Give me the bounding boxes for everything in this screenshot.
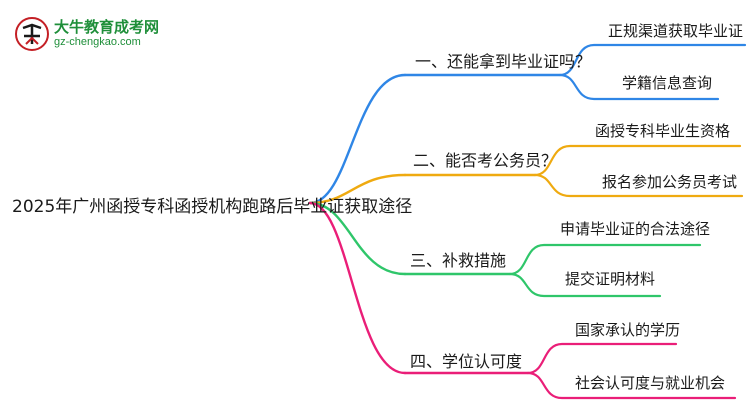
branch-4-label: 四、学位认可度 <box>410 352 523 371</box>
branch-3-curve <box>308 201 407 276</box>
branch-1-leaf-2-connector <box>558 73 720 101</box>
branch-2-leaf-2: 报名参加公务员考试 <box>602 173 738 191</box>
logo-mark-icon <box>15 17 49 51</box>
branch-3-leaf-2-connector <box>508 272 662 298</box>
branch-2-label: 二、能否考公务员？ <box>413 151 558 170</box>
branch-1-label: 一、还能拿到毕业证吗？ <box>415 52 592 71</box>
site-logo[interactable]: 大牛教育成考网 gz-chengkao.com <box>14 14 174 54</box>
branch-2-leaf-2-connector <box>533 173 744 198</box>
branch-1-leaf-1: 正规渠道获取毕业证 <box>608 22 744 40</box>
branch-4-leaf-1-connector <box>526 342 678 375</box>
branch-4-leaf-1: 国家承认的学历 <box>575 321 681 339</box>
logo-subtitle: gz-chengkao.com <box>54 36 141 48</box>
branch-3-label: 三、补救措施 <box>410 251 507 270</box>
branch-2-leaf-1-connector <box>533 144 742 177</box>
branch-4-leaf-2-connector <box>526 371 737 400</box>
branch-1-leaf-2: 学籍信息查询 <box>622 74 713 92</box>
branch-1-leaf-1-connector <box>558 43 747 77</box>
branch-3-leaf-2: 提交证明材料 <box>565 270 656 288</box>
branch-4-curve <box>308 201 407 375</box>
branch-1-curve <box>308 73 407 205</box>
logo-title: 大牛教育成考网 <box>54 18 160 36</box>
branch-4-leaf-2: 社会认可度与就业机会 <box>575 374 726 392</box>
branch-3-leaf-1: 申请毕业证的合法途径 <box>560 220 711 238</box>
branch-3-leaf-1-connector <box>508 243 702 276</box>
root-node: 2025年广州函授专科函授机构跑路后毕业证获取途径 <box>12 197 413 217</box>
branch-2-curve <box>308 173 407 205</box>
branch-2-leaf-1: 函授专科毕业生资格 <box>595 122 731 140</box>
